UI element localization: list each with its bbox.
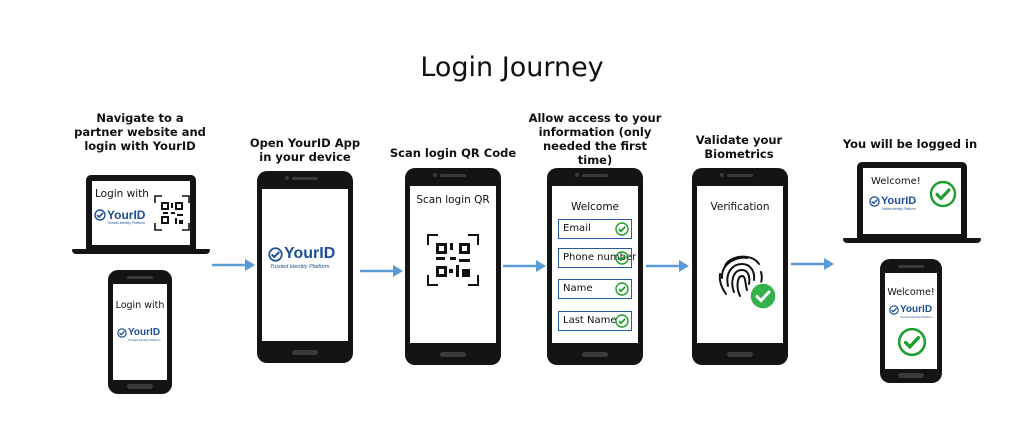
verification-text: Verification <box>710 201 770 213</box>
last-name-field: Last Name <box>558 311 632 331</box>
name-field: Name <box>558 279 632 299</box>
phone-screen: Login with YourID Trusted Identity Platf… <box>113 284 167 380</box>
check-shield-icon <box>268 247 283 262</box>
check-circle-icon <box>897 327 927 357</box>
phone-screen: Scan login QR <box>410 186 496 343</box>
check-shield-icon <box>117 328 127 338</box>
step-1-phone: Login with YourID Trusted Identity Platf… <box>108 270 172 394</box>
check-shield-icon <box>94 209 106 221</box>
step-4-caption: Allow access to your information (only n… <box>528 111 662 167</box>
laptop-welcome-text: Welcome! <box>871 176 921 187</box>
step-5-phone: Verification <box>692 168 788 365</box>
phone-login-text: Login with <box>115 300 165 311</box>
scan-qr-text: Scan login QR <box>416 194 490 206</box>
phone-number-field: Phone number <box>558 248 636 268</box>
check-shield-icon <box>869 196 880 207</box>
flow-arrow-2 <box>360 265 403 277</box>
step-4-phone: Welcome Email Phone number Name Last Nam… <box>547 168 643 365</box>
page-title: Login Journey <box>420 52 604 83</box>
laptop-login-text: Login with <box>95 188 149 200</box>
check-shield-icon <box>889 305 899 315</box>
flow-arrow-4 <box>646 260 689 272</box>
check-circle-icon <box>615 222 629 236</box>
step-2-caption: Open YourID App in your device <box>249 136 361 164</box>
phone-screen: Welcome Email Phone number Name Last Nam… <box>552 186 638 343</box>
flow-arrow-1 <box>212 259 255 271</box>
step-6-laptop: Welcome! YourID Trusted Identity Platfor… <box>843 162 981 244</box>
step-5-caption: Validate your Biometrics <box>695 133 783 161</box>
check-circle-icon <box>749 282 777 310</box>
welcome-title: Welcome <box>570 201 620 213</box>
phone-screen: Welcome! YourID Trusted Identity Platfor… <box>885 273 937 369</box>
check-circle-icon <box>615 314 629 328</box>
qr-code-icon <box>154 195 190 231</box>
step-1-laptop: Login with YourID Trusted Identity Platf… <box>72 175 210 257</box>
laptop-screen: Login with YourID Trusted Identity Platf… <box>92 181 190 245</box>
qr-code-icon <box>427 234 479 286</box>
flow-arrow-5 <box>791 258 834 270</box>
fingerprint-icon <box>718 255 763 297</box>
laptop-screen: Welcome! YourID Trusted Identity Platfor… <box>863 168 961 234</box>
step-6-phone: Welcome! YourID Trusted Identity Platfor… <box>880 259 942 383</box>
check-circle-icon <box>615 282 629 296</box>
check-circle-icon <box>929 180 957 208</box>
step-6-caption: You will be logged in <box>842 137 978 151</box>
step-1-caption: Navigate to a partner website and login … <box>74 111 206 153</box>
step-3-phone: Scan login QR <box>405 168 501 365</box>
step-2-phone: YourID Trusted Identity Platform <box>257 171 353 363</box>
flow-arrow-3 <box>503 260 546 272</box>
check-circle-icon <box>615 251 629 265</box>
phone-screen: Verification <box>697 186 783 343</box>
phone-welcome-text: Welcome! <box>887 287 935 298</box>
phone-screen: YourID Trusted Identity Platform <box>262 189 348 341</box>
step-3-caption: Scan login QR Code <box>389 146 517 160</box>
email-field: Email <box>558 219 632 239</box>
